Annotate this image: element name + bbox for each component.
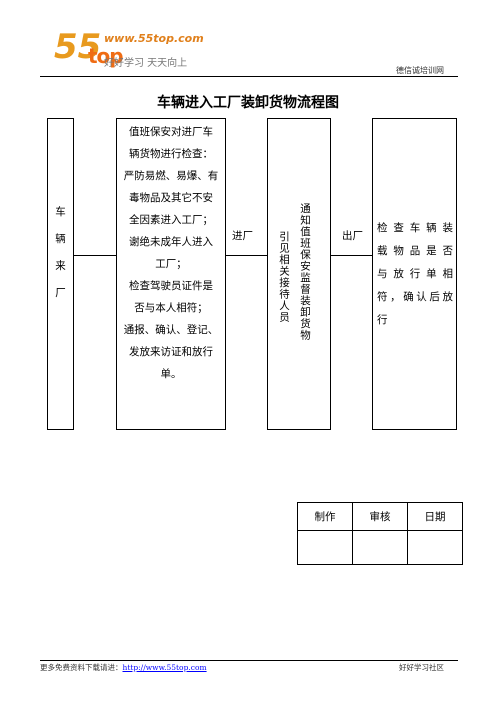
flow-box-3-col-left: 通知值班保安监督装卸货物	[299, 203, 311, 341]
page-title: 车辆进入工厂装卸货物流程图	[157, 95, 339, 111]
logo-top-text: top	[88, 44, 124, 68]
footer-link[interactable]: http://www.55top.com	[122, 663, 207, 672]
flow-box-2-line: 工厂；	[155, 258, 187, 270]
header-reviewed-by: 审核	[352, 502, 408, 531]
flow-box-2-line: 单。	[160, 368, 182, 380]
flow-box-1-char: 辆	[55, 233, 66, 245]
flow-box-2-line: 全因素进入工厂；	[129, 214, 213, 226]
site-logo[interactable]: 55 top www.55top.com 好好学习 天天向上	[54, 26, 224, 76]
flow-box-2-line: 严防易燃、易爆、有	[123, 170, 219, 182]
connector-3	[331, 255, 372, 256]
flow-box-1-char: 车	[55, 206, 66, 218]
header-date: 日期	[407, 502, 463, 531]
flow-box-3-col-right: 引见相关接待人员	[278, 231, 290, 323]
flow-box-2-line: 毒物品及其它不安	[129, 192, 213, 204]
flow-box-1-char: 来	[55, 260, 66, 272]
connector-2	[226, 255, 267, 256]
footer-prefix: 更多免费资料下载请进：	[40, 663, 123, 672]
cell-date[interactable]	[407, 530, 463, 565]
footer-download-note: 更多免费资料下载请进：http://www.55top.com	[40, 662, 207, 673]
table-row: 制作 审核 日期	[297, 502, 463, 531]
label-enter-factory: 进厂	[232, 230, 253, 242]
logo-url: www.55top.com	[104, 32, 204, 45]
header-divider	[40, 76, 458, 77]
flow-box-4-line: 载物品是否	[377, 245, 453, 257]
cell-made-by[interactable]	[297, 530, 353, 565]
header-made-by: 制作	[297, 502, 353, 531]
flow-box-2-line: 值班保安对进厂车	[129, 126, 213, 138]
flow-box-4-line: 符，确认后放	[377, 291, 453, 303]
flow-box-2-text: 值班保安对进厂车 辆货物进行检查： 严防易燃、易爆、有 毒物品及其它不安 全因素…	[117, 121, 225, 385]
flow-box-4-line: 检查车辆装	[377, 222, 453, 234]
flow-box-2-line: 通报、确认、登记、	[123, 324, 219, 336]
cell-reviewed-by[interactable]	[352, 530, 408, 565]
logo-slogan: 好好学习 天天向上	[104, 58, 188, 69]
table-row	[297, 530, 463, 565]
label-exit-factory: 出厂	[342, 230, 363, 242]
flow-box-4-line: 与放行单相	[377, 268, 453, 280]
flow-box-security-check: 值班保安对进厂车 辆货物进行检查： 严防易燃、易爆、有 毒物品及其它不安 全因素…	[116, 118, 226, 430]
footer-divider	[40, 660, 458, 661]
flow-box-4-text: 检查车辆装 载物品是否 与放行单相 符，确认后放 行	[377, 217, 453, 332]
header-site-name: 德信诚培训网	[396, 66, 444, 75]
connector-1	[74, 255, 116, 256]
footer-community: 好好学习社区	[399, 663, 444, 672]
flow-box-4-line: 行	[377, 314, 388, 326]
flow-box-reception: 引见相关接待人员 通知值班保安监督装卸货物	[267, 118, 331, 430]
flow-box-vehicle-arrives: 车 辆 来 厂	[47, 118, 74, 430]
flow-box-2-line: 辆货物进行检查：	[129, 148, 213, 160]
flow-box-2-line: 否与本人相符；	[134, 302, 208, 314]
flow-box-final-check: 检查车辆装 载物品是否 与放行单相 符，确认后放 行	[372, 118, 457, 430]
flow-box-1-char: 厂	[55, 287, 66, 299]
flow-box-2-line: 发放来访证和放行	[129, 346, 213, 358]
flow-box-1-text: 车 辆 来 厂	[48, 199, 73, 307]
flow-box-2-line: 检查驾驶员证件是	[129, 280, 213, 292]
signoff-table: 制作 审核 日期	[297, 502, 463, 565]
flow-box-2-line: 谢绝未成年人进入	[129, 236, 213, 248]
logo-number: 55	[54, 27, 102, 67]
